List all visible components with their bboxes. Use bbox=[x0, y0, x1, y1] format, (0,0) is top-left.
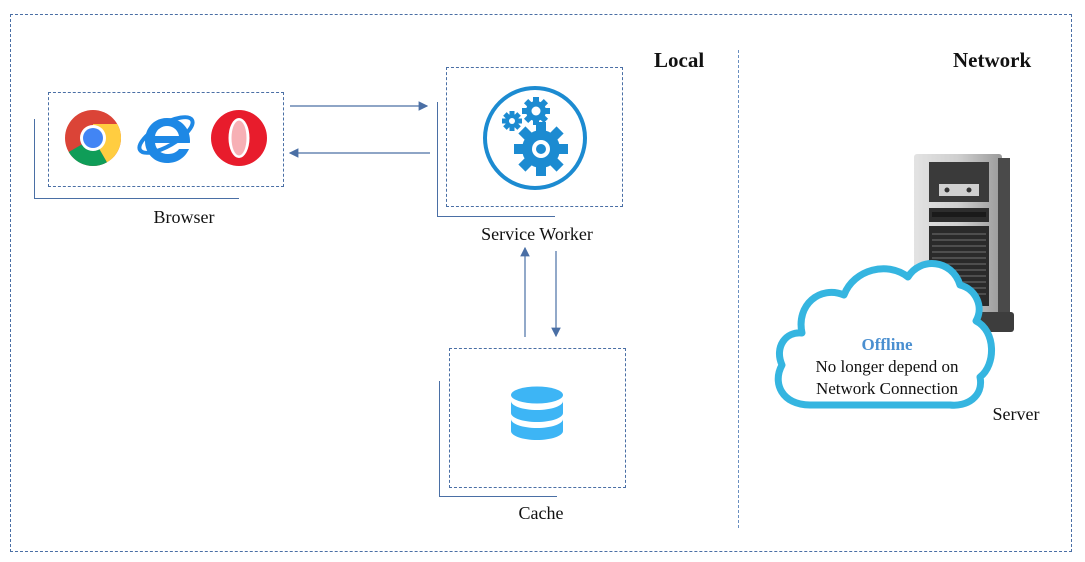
browser-node: Browser bbox=[34, 92, 284, 227]
cache-node: Cache bbox=[439, 348, 629, 528]
service-worker-caption: Service Worker bbox=[481, 224, 593, 244]
cloud-line-2: Network Connection bbox=[815, 379, 959, 398]
opera-icon bbox=[211, 110, 267, 166]
chrome-icon bbox=[65, 110, 121, 167]
service-worker-node: Service Worker bbox=[437, 67, 627, 244]
gears-icon bbox=[483, 86, 587, 190]
section-divider bbox=[738, 50, 739, 528]
browser-caption: Browser bbox=[153, 207, 215, 227]
local-section-label: Local bbox=[654, 48, 705, 72]
cache-caption: Cache bbox=[518, 503, 564, 523]
cloud-line-1: No longer depend on bbox=[815, 357, 959, 376]
diagram-frame bbox=[10, 14, 1072, 552]
server-caption: Server bbox=[992, 404, 1040, 424]
browser-box-shadow bbox=[34, 119, 239, 199]
offline-cloud bbox=[774, 260, 995, 409]
network-section-label: Network bbox=[953, 48, 1032, 72]
database-icon bbox=[511, 386, 563, 440]
internet-explorer-icon bbox=[137, 115, 195, 163]
cache-box-shadow bbox=[439, 381, 557, 497]
cloud-title: Offline bbox=[861, 335, 913, 354]
service-worker-box-shadow bbox=[437, 102, 555, 217]
